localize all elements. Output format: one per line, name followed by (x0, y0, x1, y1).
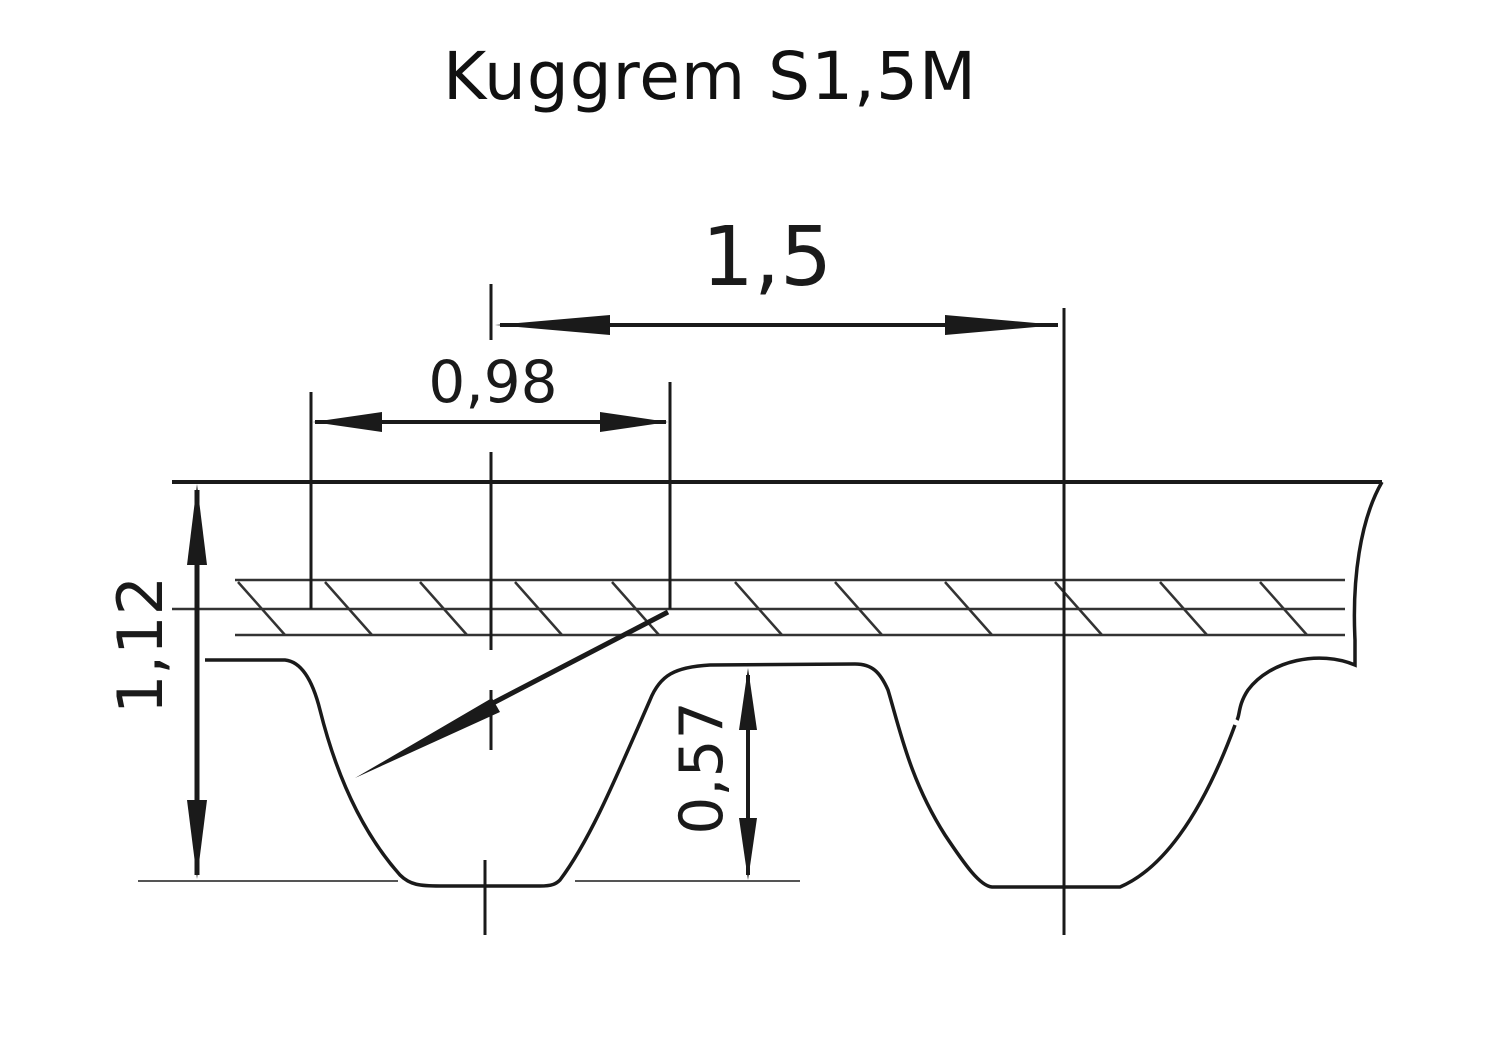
leader-arrow (355, 609, 670, 778)
extension-lines (309, 284, 1066, 935)
total-height-value: 1,12 (104, 576, 177, 714)
belt-outline (172, 480, 1384, 889)
diagram-title: Kuggrem S1,5M (443, 38, 977, 115)
pitch-dimension: 1,5 (495, 210, 1058, 335)
tension-cord-layer (172, 578, 1345, 637)
tooth-width-value: 0,98 (428, 348, 557, 416)
tooth-height-value: 0,57 (667, 701, 737, 835)
total-height-dimension: 1,12 (104, 484, 207, 879)
tooth-width-dimension: 0,98 (313, 348, 668, 432)
tooth-height-dimension: 0,57 (667, 668, 757, 880)
pitch-value: 1,5 (702, 210, 832, 305)
